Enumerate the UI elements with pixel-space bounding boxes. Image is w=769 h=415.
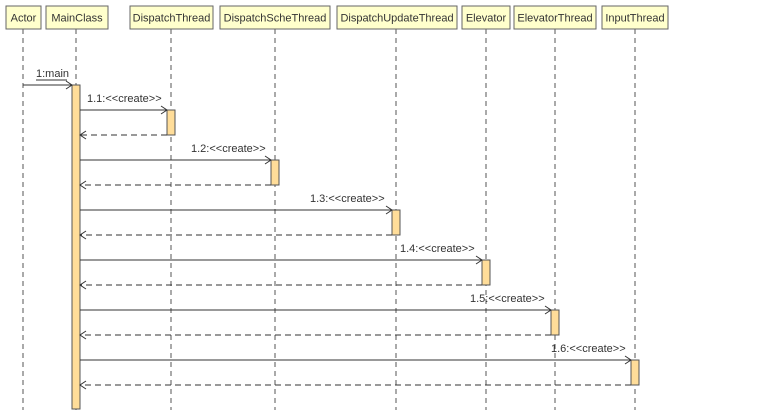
arrowhead-dispatchschethread	[264, 155, 272, 165]
participant-box-elevator	[461, 5, 511, 30]
return-arrowhead-elevator	[79, 280, 87, 290]
participant-box-actor	[5, 5, 42, 30]
message-label-dispatchupdatethread: 1.3:<<create>>	[310, 193, 385, 205]
message-label-dispatchthread: 1.1:<<create>>	[87, 93, 162, 105]
participant-box-dispatchupdatethread	[336, 5, 458, 30]
return-arrowhead-inputthread	[79, 380, 87, 390]
message-label-dispatchschethread: 1.2:<<create>>	[191, 143, 266, 155]
activation-bars	[71, 84, 640, 410]
lifelines	[22, 29, 636, 410]
participant-label-mainclass: MainClass	[51, 13, 103, 25]
participant-headers: Actor MainClass DispatchThread DispatchSche…	[5, 5, 669, 30]
return-arrowhead-dispatchschethread	[79, 180, 87, 190]
participant-box-elevatorthread	[513, 5, 597, 30]
participant-box-mainclass	[45, 5, 109, 30]
activation-elevatorthread	[550, 309, 560, 336]
return-arrowhead-dispatchupdatethread	[79, 230, 87, 240]
messages: 1:main 1.1:<<create>> 1.2:<<create>> 1.3:<<…	[23, 68, 632, 390]
arrowhead-dispatchupdatethread	[385, 205, 393, 215]
participant-label-dispatchupdatethread: DispatchUpdateThread	[340, 13, 453, 25]
participant-box-dispatchthread	[129, 5, 214, 30]
participant-label-dispatchthread: DispatchThread	[133, 13, 211, 25]
activation-dispatchupdatethread	[391, 209, 401, 236]
participant-box-dispatchschethread	[219, 5, 331, 30]
participant-label-elevatorthread: ElevatorThread	[517, 13, 592, 25]
participant-label-actor: Actor	[11, 13, 37, 25]
participant-label-dispatchschethread: DispatchScheThread	[224, 13, 327, 25]
message-label-elevator: 1.4:<<create>>	[400, 243, 475, 255]
message-label-elevatorthread: 1.5:<<create>>	[470, 293, 545, 305]
participant-label-inputthread: InputThread	[605, 13, 664, 25]
arrowhead-dispatchthread	[160, 105, 168, 115]
arrowhead-elevatorthread	[544, 305, 552, 315]
arrowhead-elevator	[475, 255, 483, 265]
activation-elevator	[481, 259, 491, 286]
return-arrowhead-dispatchthread	[79, 130, 87, 140]
activation-inputthread	[630, 359, 640, 386]
participant-box-inputthread	[601, 5, 669, 30]
activation-dispatchthread	[166, 109, 176, 136]
message-label-mainclass: 1:main	[36, 68, 69, 80]
arrowhead-mainclass	[65, 80, 73, 90]
message-label-inputthread: 1.6:<<create>>	[551, 343, 626, 355]
return-arrowhead-elevatorthread	[79, 330, 87, 340]
arrowhead-inputthread	[624, 355, 632, 365]
activation-dispatchschethread	[270, 159, 280, 186]
participant-label-elevator: Elevator	[466, 13, 507, 25]
activation-mainclass	[71, 84, 81, 410]
